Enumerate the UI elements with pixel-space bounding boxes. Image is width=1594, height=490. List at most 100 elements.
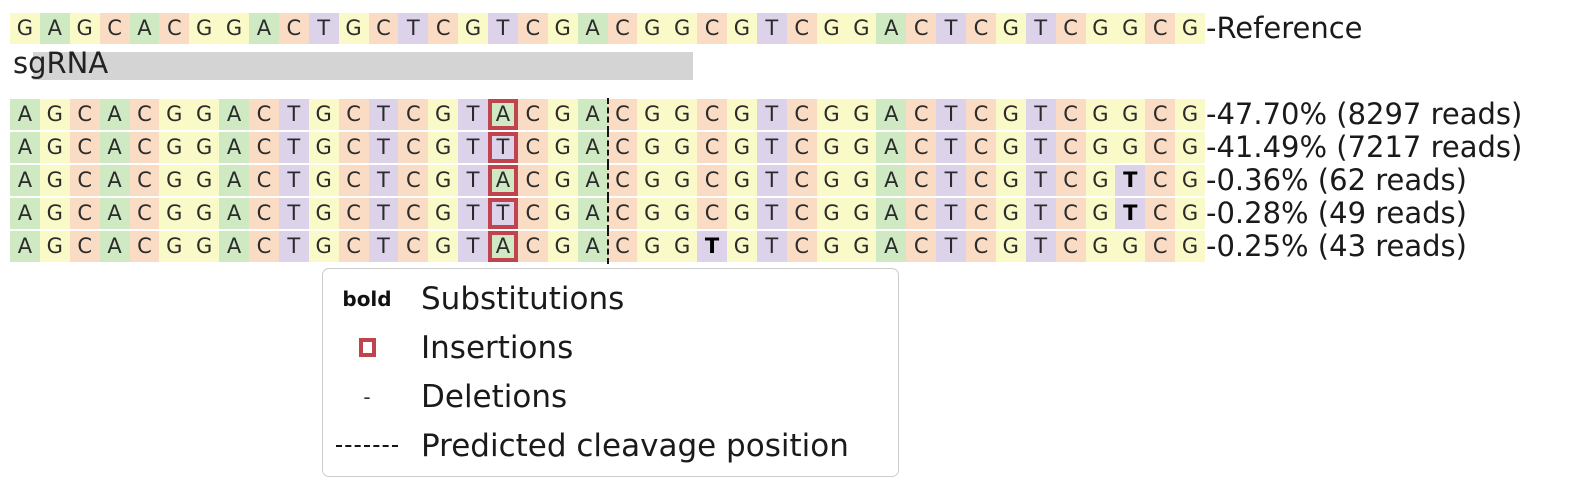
nucleotide-cell: G	[727, 165, 757, 196]
nucleotide-cell: G	[995, 231, 1026, 262]
nucleotide-cell: G	[816, 13, 847, 44]
nucleotide-cell: G	[816, 132, 847, 163]
nucleotide-cell: G	[846, 165, 877, 196]
nucleotide-cell: G	[995, 198, 1026, 229]
nucleotide-cell: G	[667, 99, 698, 130]
nucleotide-cell: G	[159, 165, 190, 196]
nucleotide-cell: G	[159, 99, 190, 130]
nucleotide-cell: G	[637, 99, 668, 130]
nucleotide-cell: G	[995, 132, 1026, 163]
nucleotide-cell: G	[727, 231, 757, 262]
nucleotide-cell: T	[278, 231, 309, 262]
nucleotide-cell: G	[547, 231, 578, 262]
read-percentage-label: -0.36% (62 reads)	[1206, 163, 1467, 197]
nucleotide-cell: A	[577, 165, 608, 196]
legend-key-area: bold	[323, 287, 411, 311]
nucleotide-cell: C	[517, 13, 548, 44]
nucleotide-cell: T	[756, 99, 787, 130]
nucleotide-cell: A	[219, 132, 249, 163]
nucleotide-cell: A	[129, 13, 160, 44]
nucleotide-cell: C	[129, 231, 160, 262]
nucleotide-cell: C	[338, 165, 369, 196]
nucleotide-cell: C	[697, 132, 727, 163]
nucleotide-cell: A	[99, 132, 130, 163]
nucleotide-cell: C	[99, 13, 130, 44]
legend-label-cleavage: Predicted cleavage position	[421, 428, 849, 465]
predicted-cleavage-line	[606, 197, 609, 231]
nucleotide-cell: C	[338, 132, 369, 163]
nucleotide-cell: C	[517, 198, 548, 229]
nucleotide-cell: C	[906, 13, 937, 44]
nucleotide-cell: G	[667, 198, 698, 229]
nucleotide-cell: G	[637, 13, 668, 44]
legend-label-insertions: Insertions	[421, 329, 574, 366]
nucleotide-cell: G	[1175, 99, 1205, 130]
nucleotide-cell: A	[10, 99, 40, 130]
nucleotide-cell: G	[10, 13, 40, 44]
legend-item-deletions: - Deletions	[323, 373, 898, 421]
legend-box: bold Substitutions Insertions - Deletion…	[322, 268, 899, 477]
nucleotide-cell: C	[786, 13, 817, 44]
nucleotide-cell: A	[10, 132, 40, 163]
nucleotide-cell: G	[1115, 99, 1146, 130]
nucleotide-cell: T	[398, 13, 429, 44]
nucleotide-cell: C	[249, 231, 279, 262]
nucleotide-cell: T	[368, 165, 399, 196]
nucleotide-cell: C	[607, 231, 638, 262]
nucleotide-cell: G	[428, 165, 459, 196]
nucleotide-cell: C	[517, 165, 548, 196]
nucleotide-cell: G	[547, 165, 578, 196]
predicted-cleavage-line	[606, 98, 609, 132]
nucleotide-cell: G	[637, 165, 668, 196]
nucleotide-cell: C	[697, 198, 727, 229]
legend-item-insertions: Insertions	[323, 324, 898, 372]
predicted-cleavage-line	[606, 131, 609, 165]
nucleotide-cell: G	[1175, 231, 1205, 262]
reference-label: -Reference	[1206, 11, 1363, 45]
nucleotide-cell: T	[1115, 198, 1146, 229]
nucleotide-cell: C	[1145, 99, 1176, 130]
nucleotide-cell: T	[1115, 165, 1146, 196]
nucleotide-cell: G	[308, 99, 339, 130]
nucleotide-cell: C	[249, 99, 279, 130]
nucleotide-cell: A	[876, 198, 907, 229]
nucleotide-cell: G	[846, 198, 877, 229]
nucleotide-cell: C	[607, 132, 638, 163]
nucleotide-cell: C	[129, 198, 160, 229]
nucleotide-cell: G	[428, 132, 459, 163]
nucleotide-cell: G	[1175, 198, 1205, 229]
nucleotide-cell: C	[69, 231, 100, 262]
legend-label-deletions: Deletions	[421, 379, 568, 416]
nucleotide-cell: T	[308, 13, 339, 44]
nucleotide-cell: T	[936, 198, 966, 229]
nucleotide-cell: G	[816, 165, 847, 196]
nucleotide-cell: A	[876, 13, 907, 44]
nucleotide-cell: C	[338, 99, 369, 130]
nucleotide-cell: G	[189, 132, 220, 163]
inserted-nucleotide-cell: A	[488, 99, 518, 130]
nucleotide-cell: C	[1055, 198, 1086, 229]
nucleotide-cell: T	[756, 198, 787, 229]
nucleotide-cell: G	[667, 132, 698, 163]
nucleotide-cell: C	[129, 165, 160, 196]
nucleotide-cell: G	[428, 99, 459, 130]
nucleotide-cell: G	[428, 198, 459, 229]
legend-key-area	[323, 445, 411, 448]
nucleotide-cell: T	[368, 231, 399, 262]
read-percentage-label: -41.49% (7217 reads)	[1206, 130, 1523, 164]
nucleotide-cell: C	[906, 99, 937, 130]
nucleotide-cell: G	[727, 99, 757, 130]
nucleotide-cell: T	[458, 165, 488, 196]
nucleotide-cell: T	[936, 132, 966, 163]
legend-key-area	[323, 338, 411, 358]
nucleotide-cell: T	[458, 99, 488, 130]
nucleotide-cell: C	[1145, 198, 1176, 229]
nucleotide-cell: G	[69, 13, 100, 44]
nucleotide-cell: C	[786, 99, 817, 130]
nucleotide-cell: T	[368, 132, 399, 163]
nucleotide-cell: C	[966, 165, 996, 196]
nucleotide-cell: T	[278, 99, 309, 130]
nucleotide-cell: G	[189, 198, 220, 229]
sgrna-label: sgRNA	[13, 46, 109, 80]
